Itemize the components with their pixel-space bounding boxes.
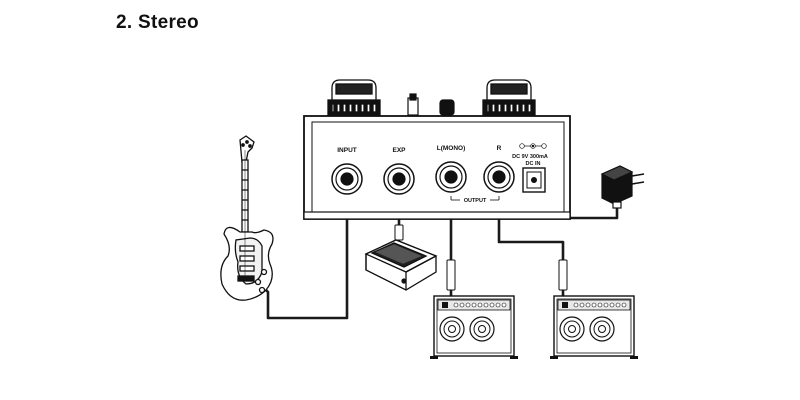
power-adapter	[600, 165, 645, 209]
jack-input	[331, 163, 363, 195]
expression-pedal	[364, 239, 438, 291]
output-bracket: OUTPUT	[450, 196, 500, 204]
power-spec: DC 9V 300mA	[512, 154, 548, 160]
output-label: OUTPUT	[464, 198, 487, 204]
section-title: 2. Stereo	[116, 12, 199, 33]
jack-label-exp: EXP	[392, 147, 406, 154]
guitar	[220, 135, 274, 301]
dc-in-label: DC IN	[526, 161, 541, 167]
jack-right	[483, 161, 515, 193]
jack-exp	[383, 163, 415, 195]
jack-label-input: INPUT	[337, 147, 357, 154]
amplifier-left	[429, 295, 519, 360]
amplifier-right	[549, 295, 639, 360]
footswitch-left	[327, 79, 381, 117]
jack-left-mono	[435, 161, 467, 193]
polarity-icon	[519, 143, 547, 149]
top-knobs	[407, 93, 455, 116]
dc-in-section: DC 9V 300mA DC IN	[512, 143, 548, 193]
jack-label-right: R	[497, 145, 502, 152]
pedal-unit: INPUT EXP L(MONO) R	[303, 79, 571, 220]
footswitch-right	[482, 79, 536, 117]
jack-label-left: L(MONO)	[437, 145, 466, 152]
